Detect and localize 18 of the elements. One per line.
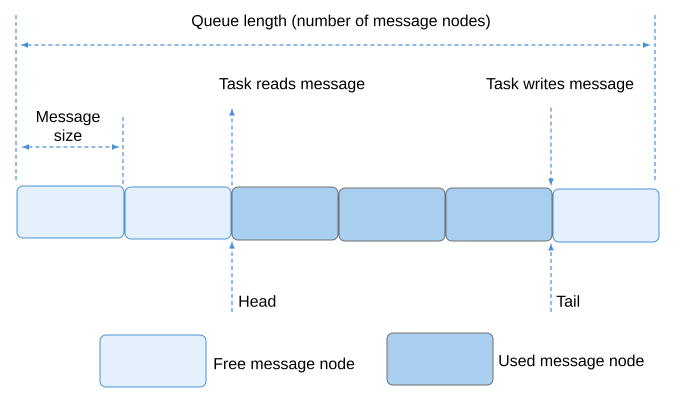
pointer-label: Tail (556, 295, 580, 307)
message-node-box (16, 186, 124, 238)
message-node-box (232, 186, 338, 240)
pointer-arrow (548, 244, 554, 312)
pointer-label: Head (240, 295, 276, 307)
pointer-arrow (229, 242, 235, 312)
legend-label: Free message node (214, 358, 354, 372)
message-node-box (446, 188, 552, 242)
legend-label: Used message node (499, 354, 644, 370)
pointer-arrow (548, 108, 554, 185)
pointer-label: Task reads message (219, 78, 364, 92)
pointer-label: Task writes message (486, 78, 634, 92)
message-node-box (552, 188, 660, 242)
dimension-label: Queue length (number of message nodes) (192, 14, 490, 30)
dimension-label: Message size (36, 110, 100, 142)
pointer-arrow (229, 110, 235, 186)
message-node-box (338, 188, 446, 242)
message-node-box (124, 186, 232, 240)
